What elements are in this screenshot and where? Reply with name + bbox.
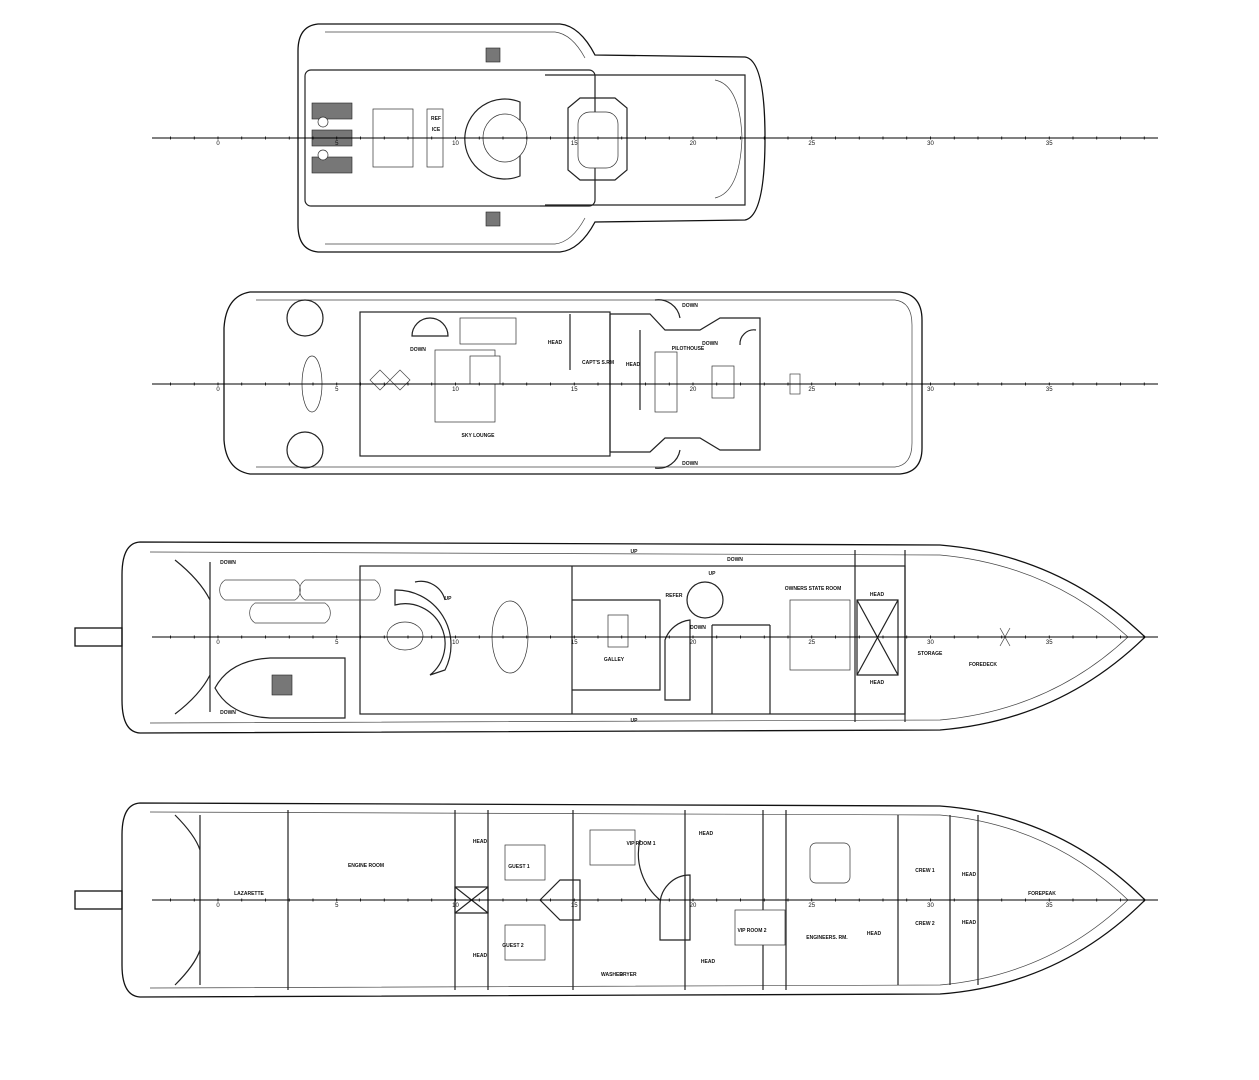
lower-deck-hull — [121, 802, 1146, 998]
station-label: 15 — [571, 387, 578, 393]
label-head: HEAD — [626, 362, 641, 368]
label-engineers-room: ENGINEERS. RM. — [806, 935, 848, 941]
label-refer: REFER — [666, 593, 683, 599]
station-label: 0 — [216, 387, 220, 393]
spiral-stair — [411, 317, 449, 337]
jacuzzi — [567, 97, 628, 181]
sun-lounger — [311, 156, 353, 174]
station-label: 30 — [927, 141, 934, 147]
label-capts-stateroom: CAPT'S S.RM — [582, 360, 614, 366]
label-down: DOWN — [690, 625, 706, 631]
label-head: HEAD — [867, 931, 882, 937]
label-guest-1: GUEST 1 — [508, 864, 530, 870]
bridge-deck-plan: DOWN HEAD CAPT'S S.RM HEAD PILOTHOUSE DO… — [223, 291, 923, 475]
centerline-scales: 0 5 10 15 20 25 30 35 0 5 10 15 20 25 30 35 0 5 10 15 20 25 30… — [152, 136, 1158, 909]
station-label: 25 — [808, 387, 815, 393]
label-galley: GALLEY — [604, 657, 625, 663]
station-label: 20 — [690, 903, 697, 909]
label-head: HEAD — [699, 831, 714, 837]
station-label: 10 — [452, 141, 459, 147]
hatch — [485, 47, 501, 63]
label-crew-2: CREW 2 — [915, 921, 935, 927]
main-deck-hull — [121, 541, 1146, 734]
station-label: 20 — [690, 141, 697, 147]
salon-sofa — [394, 580, 452, 676]
label-head: HEAD — [870, 680, 885, 686]
label-sky-lounge: SKY LOUNGE — [462, 433, 496, 439]
hatch — [485, 211, 501, 227]
label-up: UP — [631, 718, 639, 724]
jet-skis — [219, 579, 381, 624]
station-label: 35 — [1046, 387, 1053, 393]
label-down: DOWN — [727, 557, 743, 563]
station-label: 25 — [808, 903, 815, 909]
label-up: UP — [709, 571, 717, 577]
label-dryer: DRYER — [619, 972, 637, 978]
label-foredeck: FOREDECK — [969, 662, 997, 668]
station-label: 15 — [571, 141, 578, 147]
station-label: 30 — [927, 903, 934, 909]
label-ice: ICE — [432, 127, 441, 133]
label-head: HEAD — [701, 959, 716, 965]
tender — [214, 657, 346, 719]
label-down: DOWN — [682, 303, 698, 309]
station-label: 5 — [335, 387, 339, 393]
label-washer: WASHER — [601, 972, 623, 978]
station-label: 35 — [1046, 141, 1053, 147]
station-label: 30 — [927, 640, 934, 646]
label-ref: REF — [431, 116, 441, 122]
station-label: 0 — [216, 141, 220, 147]
label-head: HEAD — [962, 872, 977, 878]
lower-deck-plan: LAZARETTE ENGINE ROOM HEAD GUEST 1 HEAD … — [74, 802, 1146, 998]
spiral-stair — [686, 581, 724, 619]
station-label: 10 — [452, 640, 459, 646]
label-pilothouse: PILOTHOUSE — [672, 346, 705, 352]
label-vip-room-2: VIP ROOM 2 — [737, 928, 766, 934]
label-head: HEAD — [473, 839, 488, 845]
station-label: 35 — [1046, 640, 1053, 646]
station-label: 5 — [335, 640, 339, 646]
station-label: 20 — [690, 640, 697, 646]
label-down: DOWN — [220, 560, 236, 566]
label-up: UP — [631, 549, 639, 555]
bridge-deck-hull — [223, 291, 923, 475]
label-crew-1: CREW 1 — [915, 868, 935, 874]
swim-platform — [74, 890, 123, 910]
label-down: DOWN — [702, 341, 718, 347]
label-down: DOWN — [410, 347, 426, 353]
station-label: 15 — [571, 640, 578, 646]
station-label: 10 — [452, 387, 459, 393]
sun-lounger — [311, 102, 353, 120]
label-head: HEAD — [473, 953, 488, 959]
label-vip-room-1: VIP ROOM 1 — [626, 841, 655, 847]
label-lazarette: LAZARETTE — [234, 891, 264, 897]
station-label: 10 — [452, 903, 459, 909]
swim-platform — [74, 627, 123, 647]
sun-deck-hull — [297, 23, 766, 253]
station-label: 25 — [808, 640, 815, 646]
label-guest-2: GUEST 2 — [502, 943, 524, 949]
label-up: UP — [445, 596, 453, 602]
label-engine-room: ENGINE ROOM — [348, 863, 384, 869]
label-storage: STORAGE — [918, 651, 943, 657]
label-head: HEAD — [870, 592, 885, 598]
label-owners-stateroom: OWNERS STATE ROOM — [785, 586, 841, 592]
label-down: DOWN — [682, 461, 698, 467]
station-label: 0 — [216, 640, 220, 646]
station-label: 25 — [808, 141, 815, 147]
station-label: 0 — [216, 903, 220, 909]
station-label: 5 — [335, 141, 339, 147]
circular-seating — [464, 98, 521, 180]
station-label: 35 — [1046, 903, 1053, 909]
spiral-stair — [739, 329, 757, 346]
label-head: HEAD — [548, 340, 563, 346]
station-label: 5 — [335, 903, 339, 909]
label-forepeak: FOREPEAK — [1028, 891, 1056, 897]
station-label: 20 — [690, 387, 697, 393]
station-label: 15 — [571, 903, 578, 909]
station-label: 30 — [927, 387, 934, 393]
label-head: HEAD — [962, 920, 977, 926]
label-down: DOWN — [220, 710, 236, 716]
